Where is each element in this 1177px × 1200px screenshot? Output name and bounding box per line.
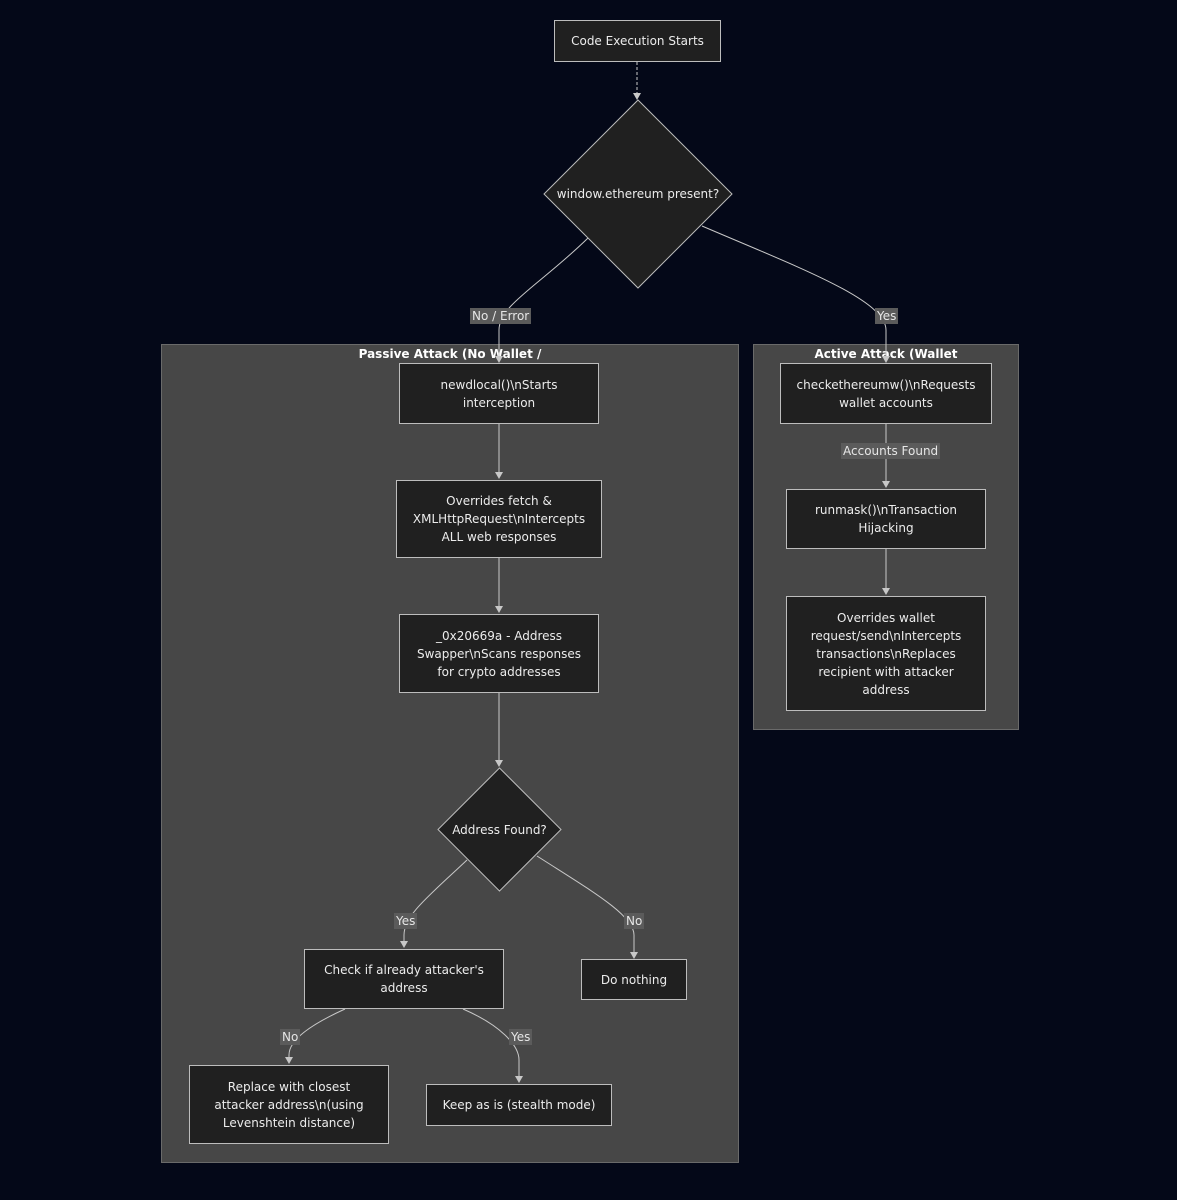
node-code-execution-starts[interactable]: Code Execution Starts xyxy=(554,20,721,62)
edge-address-decision-to-check xyxy=(400,859,468,948)
node-label: Keep as is (stealth mode) xyxy=(442,1098,596,1112)
diamond-shape xyxy=(437,767,562,892)
decision-address-found[interactable]: Address Found? xyxy=(437,767,562,892)
edge-label-no-error: No / Error xyxy=(470,308,532,324)
edge-label-yes-found: Yes xyxy=(394,913,418,929)
node-overrides-fetch[interactable]: Overrides fetch & XMLHttpRequest\nInterc… xyxy=(396,480,602,558)
node-runmask[interactable]: runmask()\nTransaction Hijacking xyxy=(786,489,986,549)
node-label: checkethereumw()\nRequests wallet accoun… xyxy=(796,377,976,410)
edge-label-no-attacker: No xyxy=(280,1029,301,1045)
edge-label-no-found: No xyxy=(624,913,645,929)
node-label: _0x20669a - Address Swapper\nScans respo… xyxy=(417,628,581,679)
edge-label-yes-wallet: Yes xyxy=(875,308,899,324)
edge-check-to-replace xyxy=(285,1008,346,1064)
node-checkethereumw[interactable]: checkethereumw()\nRequests wallet accoun… xyxy=(780,363,992,424)
node-label: Overrides wallet request/send\nIntercept… xyxy=(810,610,962,697)
node-label: Replace with closest attacker address\n(… xyxy=(214,1079,364,1130)
node-check-attacker-address[interactable]: Check if already attacker's address xyxy=(304,949,504,1009)
edge-decision-to-newdlocal xyxy=(495,237,589,363)
node-newdlocal[interactable]: newdlocal()\nStarts interception xyxy=(399,363,599,424)
node-label: Code Execution Starts xyxy=(571,34,704,48)
edge-label-accounts-found: Accounts Found xyxy=(841,443,941,459)
node-overrides-wallet[interactable]: Overrides wallet request/send\nIntercept… xyxy=(786,596,986,711)
node-do-nothing[interactable]: Do nothing xyxy=(581,959,687,1000)
node-label: newdlocal()\nStarts interception xyxy=(440,377,558,410)
node-label: Overrides fetch & XMLHttpRequest\nInterc… xyxy=(412,494,586,544)
node-address-swapper[interactable]: _0x20669a - Address Swapper\nScans respo… xyxy=(399,614,599,693)
node-label: Do nothing xyxy=(600,972,668,987)
decision-window-ethereum[interactable]: window.ethereum present? xyxy=(543,99,733,289)
node-label: runmask()\nTransaction Hijacking xyxy=(814,503,958,535)
diamond-shape xyxy=(543,99,733,289)
node-keep-as-is[interactable]: Keep as is (stealth mode) xyxy=(426,1084,612,1126)
edge-check-to-keep xyxy=(462,1008,523,1083)
node-replace-closest[interactable]: Replace with closest attacker address\n(… xyxy=(189,1065,389,1144)
node-label: Check if already attacker's address xyxy=(324,963,484,995)
edge-address-decision-to-do-nothing xyxy=(536,855,638,959)
edge-label-yes-attacker: Yes xyxy=(509,1029,533,1045)
